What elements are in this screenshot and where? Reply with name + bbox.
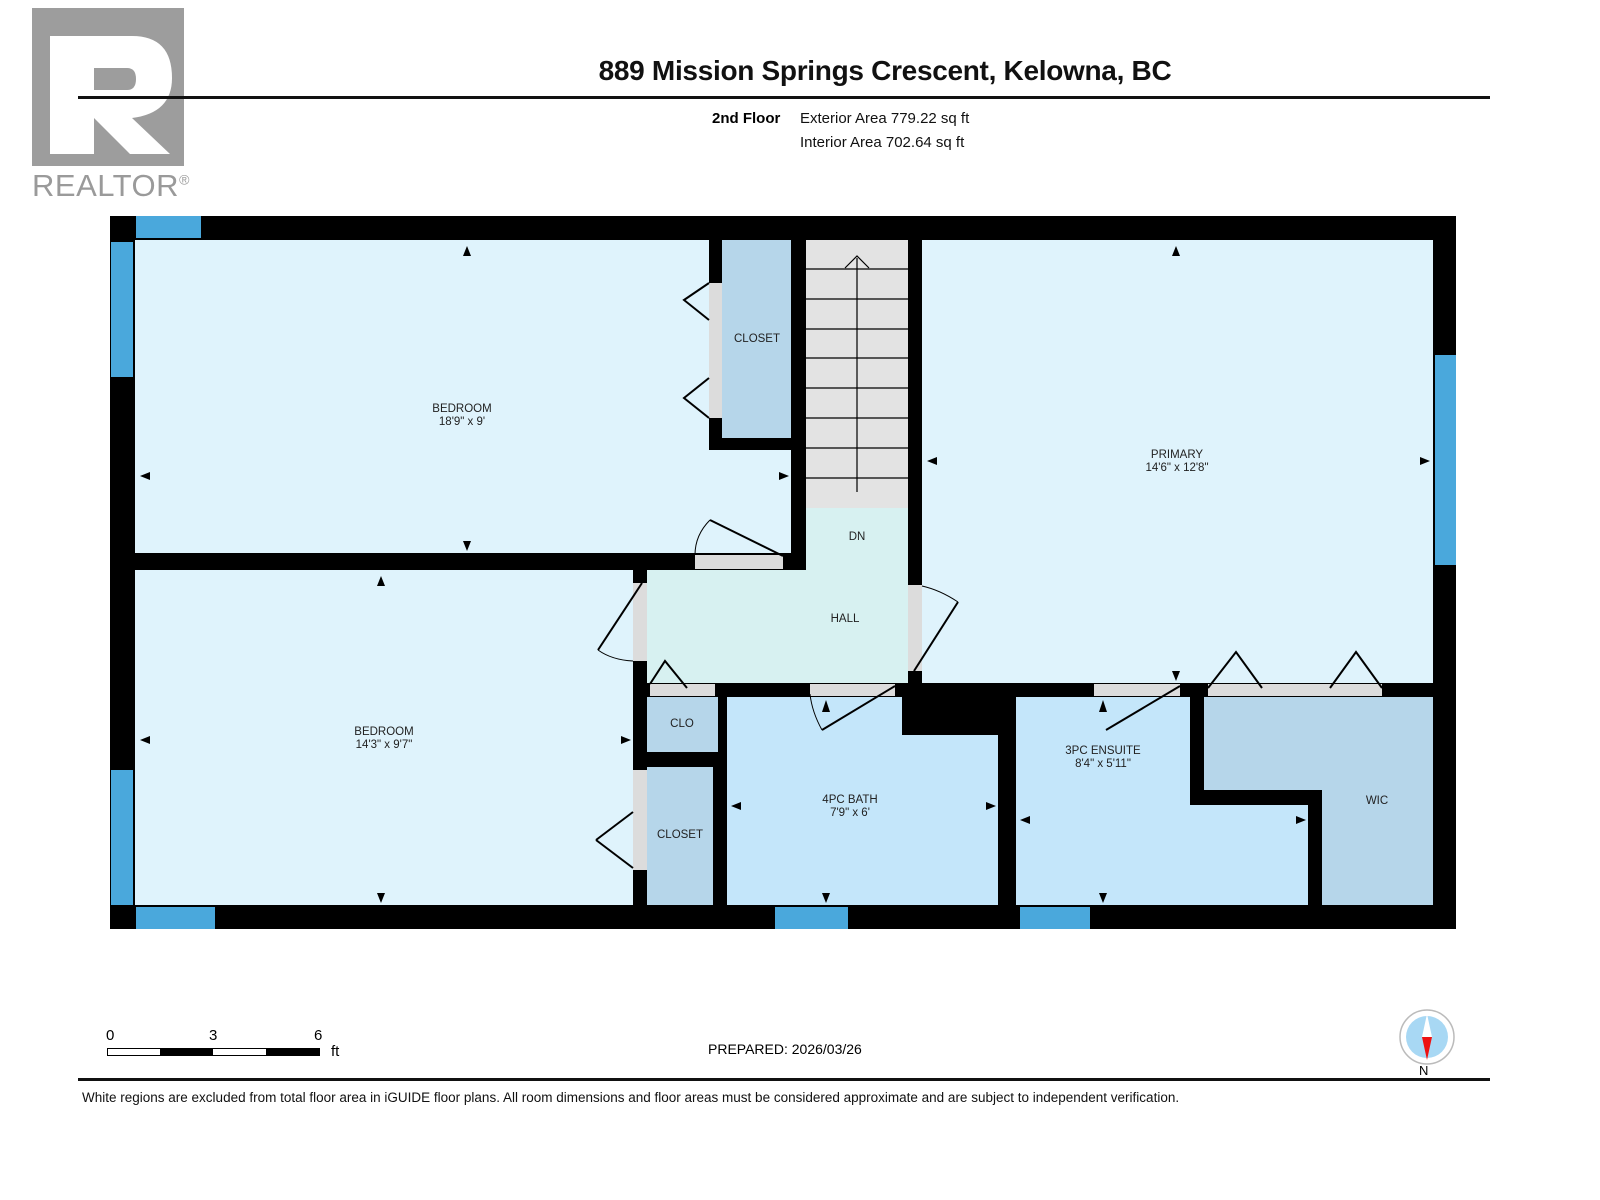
bedroom1-fill bbox=[135, 240, 791, 553]
scale-tick-6: 6 bbox=[314, 1027, 323, 1044]
closet2-fill bbox=[647, 767, 713, 905]
dimension-arrows bbox=[140, 246, 1430, 903]
stairs-down-label: DN bbox=[848, 531, 866, 543]
room-dims: 7'9" x 6' bbox=[830, 807, 870, 819]
bedroom2-fill bbox=[135, 570, 633, 905]
footer-divider bbox=[78, 1078, 1490, 1081]
hall-fill bbox=[647, 570, 908, 683]
wall bbox=[709, 438, 791, 450]
windows bbox=[111, 216, 1456, 929]
interior-area: Interior Area 702.64 sq ft bbox=[800, 134, 965, 151]
realtor-logo bbox=[32, 8, 184, 166]
registered-mark: ® bbox=[179, 171, 190, 188]
room-wic: WIC bbox=[1365, 795, 1389, 807]
wic-fill-2 bbox=[1322, 790, 1433, 905]
wic-fill bbox=[1204, 697, 1433, 790]
room-name: BEDROOM bbox=[354, 726, 414, 738]
dn-fill bbox=[806, 508, 908, 572]
scale-tick-0: 0 bbox=[106, 1027, 115, 1044]
realtor-r-mark bbox=[50, 36, 172, 154]
room-dims: 18'9" x 9' bbox=[438, 416, 486, 428]
room-name: 4PC BATH bbox=[822, 794, 878, 806]
room-name: PRIMARY bbox=[1150, 449, 1204, 461]
closet1-fill bbox=[722, 240, 791, 438]
compass-icon bbox=[1399, 1009, 1455, 1065]
room-name: BEDROOM bbox=[432, 403, 492, 415]
scale-unit: ft bbox=[331, 1043, 340, 1060]
clo-fill bbox=[647, 697, 718, 752]
scale-tick-3: 3 bbox=[209, 1027, 218, 1044]
header-divider bbox=[78, 96, 1490, 99]
compass-north-label: N bbox=[1419, 1063, 1429, 1078]
wall-block bbox=[902, 683, 1002, 735]
exterior-area: Exterior Area 779.22 sq ft bbox=[800, 110, 970, 127]
ensuite-fill-2 bbox=[1190, 805, 1308, 905]
floor-label: 2nd Floor bbox=[712, 110, 781, 127]
room-fills bbox=[135, 240, 1433, 905]
room-dims: 8'4" x 5'11" bbox=[1075, 758, 1131, 770]
disclaimer-text: White regions are excluded from total fl… bbox=[82, 1090, 1180, 1105]
address-title: 889 Mission Springs Crescent, Kelowna, B… bbox=[598, 55, 1172, 86]
ensuite-fill bbox=[1016, 697, 1190, 905]
room-closet-2: CLOSET bbox=[656, 829, 704, 841]
primary-fill bbox=[922, 240, 1433, 683]
page-title: 889 Mission Springs Crescent, Kelowna, B… bbox=[0, 55, 1600, 87]
room-closet-1: CLOSET bbox=[733, 333, 781, 345]
door-openings bbox=[633, 283, 1382, 870]
room-hall: HALL bbox=[830, 613, 860, 625]
door-swings bbox=[595, 282, 1383, 869]
room-dims: 14'6" x 12'8" bbox=[1145, 462, 1209, 474]
scale-bar bbox=[107, 1048, 320, 1056]
room-name: 3PC ENSUITE bbox=[1065, 745, 1141, 757]
realtor-wordmark: REALTOR® bbox=[32, 168, 190, 204]
prepared-date: PREPARED: 2026/03/26 bbox=[708, 1041, 862, 1057]
room-clo: CLO bbox=[670, 718, 694, 730]
room-dims: 14'3" x 9'7" bbox=[355, 739, 413, 751]
stair-treads bbox=[806, 255, 908, 492]
realtor-text: REALTOR bbox=[32, 168, 180, 203]
